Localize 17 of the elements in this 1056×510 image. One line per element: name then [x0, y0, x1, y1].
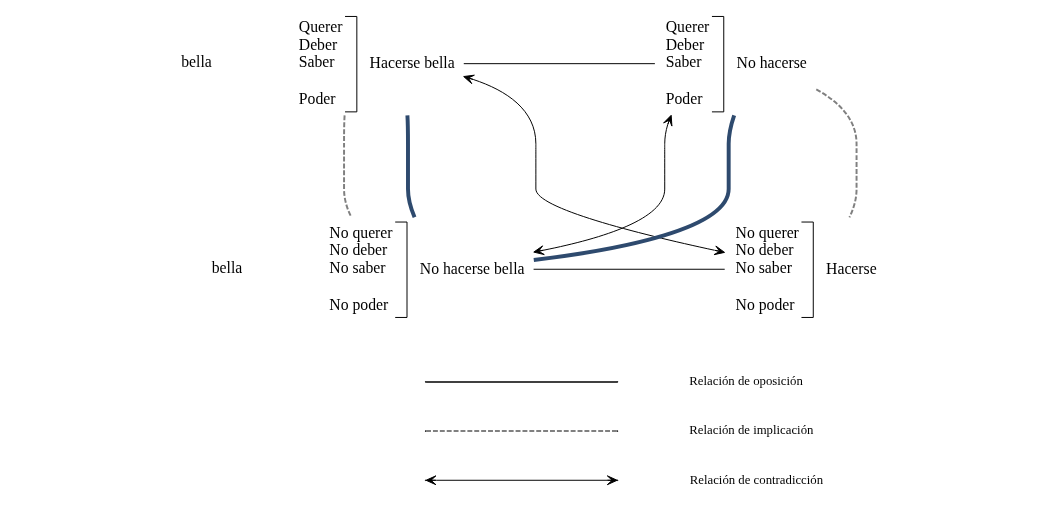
legend-label: Relación de contradicción	[689, 472, 824, 487]
arrow	[533, 114, 673, 256]
node-text: Querer Deber Saber Poder No hacerse	[665, 18, 807, 107]
node-text: No querer No deber No saber No poder No hacerse bella	[329, 223, 525, 313]
connector	[815, 88, 858, 219]
node-text: No querer No deber No saber No poder Hacerse	[735, 223, 877, 313]
connector	[533, 268, 726, 270]
legend-label: Relación de implicación	[689, 423, 814, 438]
connector	[533, 114, 737, 262]
label: bella	[211, 259, 243, 276]
node-text: Querer Deber Saber Poder Hacerse bella	[298, 18, 455, 107]
label: bella	[181, 53, 212, 71]
connector	[405, 115, 417, 219]
legend-label: Relación de oposición	[689, 374, 803, 389]
connector	[463, 63, 656, 65]
arrow	[463, 74, 725, 256]
connector	[343, 114, 353, 219]
